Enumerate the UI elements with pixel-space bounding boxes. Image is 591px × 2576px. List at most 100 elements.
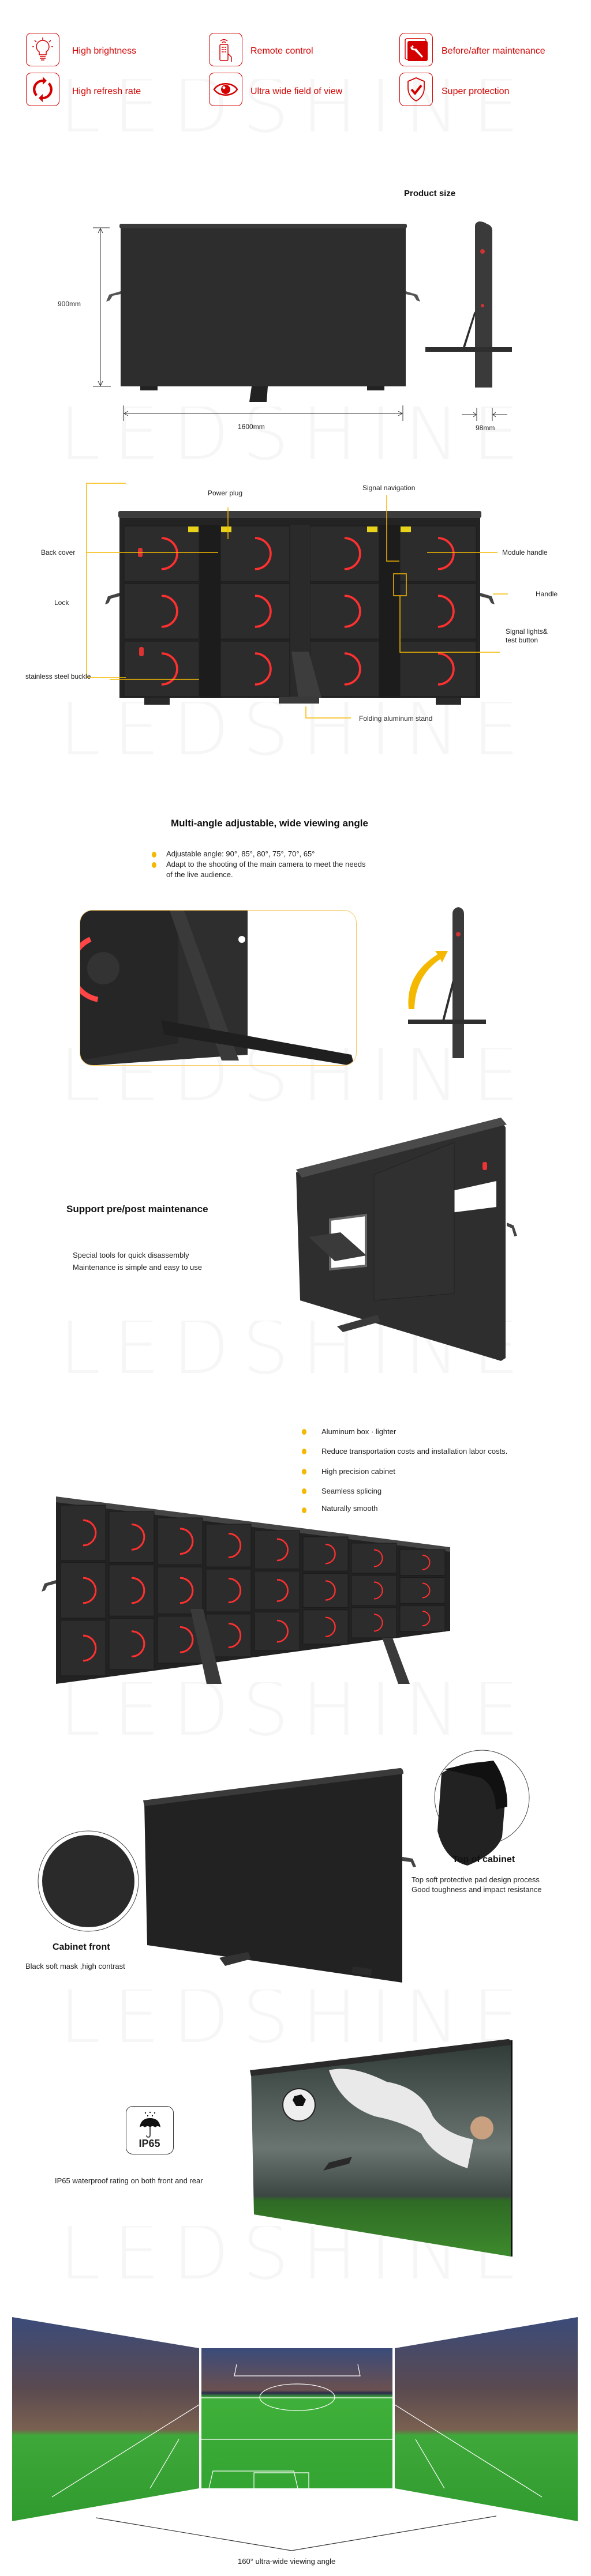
bullet-icon bbox=[302, 1488, 306, 1494]
module-handle-icon bbox=[414, 1582, 431, 1599]
bullet-icon bbox=[302, 1449, 306, 1454]
module-handle-icon bbox=[421, 537, 455, 570]
wrench-icon bbox=[399, 33, 433, 66]
led-module bbox=[351, 1607, 397, 1638]
bullet-text: of the live audience. bbox=[166, 870, 233, 879]
brand-watermark: LEDSHINE bbox=[59, 1682, 532, 1738]
feature-bullet: Seamless splicing bbox=[321, 1487, 382, 1495]
bullet-icon bbox=[302, 1429, 306, 1435]
front-panel-drawing bbox=[93, 221, 512, 421]
refresh-icon bbox=[26, 73, 59, 106]
module-handle-icon bbox=[421, 652, 455, 686]
height-dimension: 900mm bbox=[58, 300, 81, 308]
section-title: Product size bbox=[404, 189, 456, 198]
led-module bbox=[157, 1566, 203, 1615]
module-handle-icon bbox=[315, 1616, 336, 1638]
module-handle-icon bbox=[365, 1581, 383, 1600]
module-handle-icon bbox=[238, 595, 272, 628]
led-module bbox=[220, 525, 290, 582]
ip65-badge: IP65 bbox=[126, 2106, 174, 2154]
led-module bbox=[124, 641, 200, 697]
led-module bbox=[309, 525, 380, 582]
section-title: Top of cabinet bbox=[452, 1855, 515, 1864]
back-panel-drawing bbox=[86, 483, 508, 719]
led-module bbox=[109, 1565, 155, 1616]
module-handle-icon bbox=[69, 1577, 97, 1604]
bullet-text: Adapt to the shooting of the main camera… bbox=[166, 860, 366, 868]
bullet-icon bbox=[152, 862, 156, 868]
maintenance-text: Maintenance is simple and easy to use bbox=[73, 1263, 203, 1272]
callout-folding-stand: Folding aluminum stand bbox=[359, 714, 433, 723]
module-handle-icon bbox=[365, 1549, 383, 1567]
led-module bbox=[220, 583, 290, 640]
led-module bbox=[399, 641, 477, 697]
led-module bbox=[309, 641, 380, 697]
rotate-arrow-icon bbox=[408, 951, 448, 1009]
led-module bbox=[205, 1524, 252, 1567]
brand-watermark: LEDSHINE bbox=[59, 79, 532, 134]
led-module bbox=[124, 525, 200, 582]
bullet-text: Adjustable angle: 90°, 85°, 80°, 75°, 70… bbox=[166, 849, 315, 858]
module-handle-icon bbox=[166, 1626, 194, 1653]
module-handle-icon bbox=[145, 652, 178, 686]
led-module bbox=[254, 1571, 300, 1610]
led-module bbox=[205, 1569, 252, 1612]
section-title: Cabinet front bbox=[53, 1942, 110, 1952]
module-handle-icon bbox=[365, 1614, 383, 1632]
viewing-angle-caption: 160° ultra-wide viewing angle bbox=[238, 2557, 336, 2566]
module-handle-icon bbox=[328, 537, 361, 570]
module-handle-icon bbox=[215, 1577, 242, 1604]
brand-watermark: LEDSHINE bbox=[59, 702, 532, 757]
module-handle-icon bbox=[118, 1577, 145, 1604]
led-module bbox=[124, 583, 200, 640]
shield-check-icon bbox=[399, 73, 433, 106]
callout-module-handle: Module handle bbox=[502, 548, 548, 556]
led-module bbox=[157, 1517, 203, 1565]
led-module bbox=[399, 1577, 446, 1604]
feature-bullet: High precision cabinet bbox=[321, 1467, 395, 1476]
spliced-cabinets-drawing bbox=[42, 1496, 450, 1684]
led-module bbox=[351, 1543, 397, 1574]
lightbulb-icon bbox=[26, 33, 59, 66]
module-handle-icon bbox=[328, 652, 361, 686]
led-module bbox=[399, 1605, 446, 1632]
module-handle-icon bbox=[215, 1532, 242, 1559]
feature-label: High refresh rate bbox=[72, 87, 141, 96]
led-module bbox=[302, 1609, 349, 1645]
waterproof-screen-image bbox=[250, 2039, 513, 2257]
module-handle-icon bbox=[328, 595, 361, 628]
callout-handle: Handle bbox=[536, 590, 558, 598]
detail-text: Top soft protective pad design process bbox=[412, 1875, 540, 1884]
led-module bbox=[399, 583, 477, 640]
callout-signal-lights: Signal lights& bbox=[506, 627, 548, 635]
detail-text: Black soft mask ,high contrast bbox=[25, 1962, 125, 1970]
module-handle-icon bbox=[145, 537, 178, 570]
waterproof-text: IP65 waterproof rating on both front and… bbox=[55, 2176, 203, 2185]
led-module bbox=[399, 525, 477, 582]
led-module bbox=[60, 1505, 106, 1561]
module-handle-icon bbox=[166, 1577, 194, 1604]
led-module bbox=[254, 1611, 300, 1651]
led-module bbox=[60, 1562, 106, 1619]
feature-label: Before/after maintenance bbox=[442, 46, 545, 56]
led-module bbox=[220, 641, 290, 697]
module-handle-icon bbox=[145, 595, 178, 628]
bullet-icon bbox=[302, 1469, 306, 1475]
feature-label: Super protection bbox=[442, 87, 510, 96]
module-handle-icon bbox=[166, 1528, 194, 1555]
brand-watermark: LEDSHINE bbox=[59, 407, 532, 462]
module-handle-icon bbox=[118, 1523, 145, 1551]
side-view-angle-drawing bbox=[408, 907, 486, 1058]
led-module bbox=[399, 1549, 446, 1576]
module-handle-icon bbox=[238, 652, 272, 686]
led-module bbox=[205, 1614, 252, 1657]
feature-bullet: Aluminum box · lighter bbox=[321, 1427, 397, 1436]
callout-lock: Lock bbox=[54, 599, 69, 607]
feature-label: High brightness bbox=[72, 46, 137, 56]
feature-label: Ultra wide field of view bbox=[250, 87, 343, 96]
module-handle-icon bbox=[69, 1634, 97, 1662]
module-handle-icon bbox=[215, 1622, 242, 1649]
module-handle-icon bbox=[265, 1619, 289, 1643]
bullet-icon bbox=[302, 1507, 306, 1513]
callout-back-cover: Back cover bbox=[41, 548, 76, 556]
